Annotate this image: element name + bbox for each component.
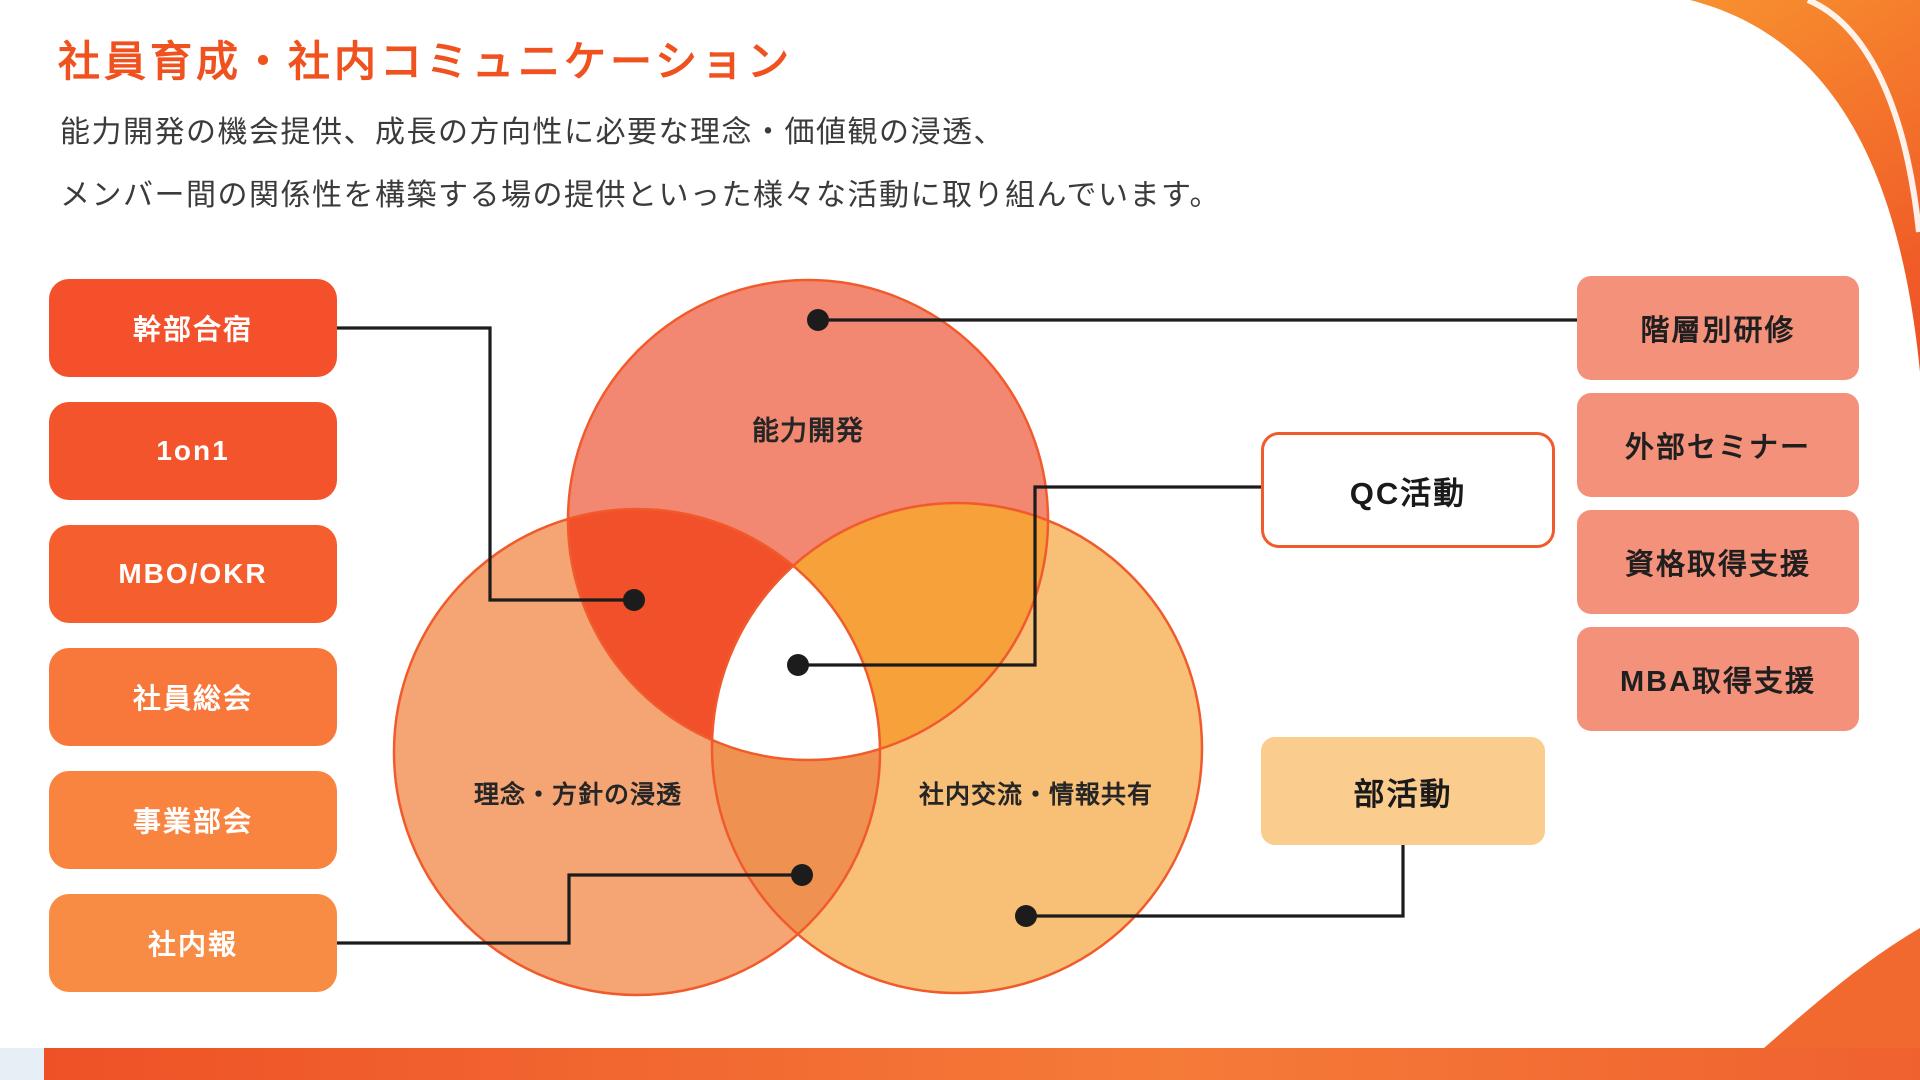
description-line-2: メンバー間の関係性を構築する場の提供といった様々な活動に取り組んでいます。 [60,178,1221,212]
right-card-shikaku-shutoku: 資格取得支援 [1577,510,1859,614]
bottom-right-corner-shape [1764,928,1920,1048]
venn-label-top: 能力開発 [752,415,864,446]
bukatsudo-card: 部活動 [1261,737,1545,845]
top-right-corner-arc [1806,0,1920,233]
right-card-mba-shutoku: MBA取得支援 [1577,627,1859,731]
connector-dot-top-left-overlap [623,589,645,611]
connector-kanbu-gasshuku [337,326,626,602]
right-label-column: 階層別研修 外部セミナー 資格取得支援 MBA取得支援 [1577,276,1859,731]
left-label-column: 幹部合宿 1on1 MBO/OKR 社員総会 事業部会 社内報 [49,279,337,992]
qc-katsudo-card: QC活動 [1261,432,1555,548]
venn-outline-right [710,501,1204,995]
connector-qc-katsudo [802,485,1261,667]
connector-dot-right-circle [1015,905,1037,927]
bottom-bar [44,1048,1920,1080]
page-title: 社員育成・社内コミュニケーション [58,38,794,85]
left-card-shanaiho: 社内報 [49,894,337,992]
right-card-kaisobetsu-kenshu: 階層別研修 [1577,276,1859,380]
venn-outline-left [392,507,882,997]
left-card-mbo-okr: MBO/OKR [49,525,337,623]
connector-dot-left-right-overlap [791,864,813,886]
description-block: 能力開発の機会提供、成長の方向性に必要な理念・価値観の浸透、 メンバー間の関係性… [60,110,1221,235]
left-card-1on1: 1on1 [49,402,337,500]
top-right-corner-shape [1690,0,1920,372]
connector-dot-center [787,654,809,676]
bottom-left-accent [0,1048,44,1080]
description-line-1: 能力開発の機会提供、成長の方向性に必要な理念・価値観の浸透、 [60,116,1005,149]
venn-label-right: 社内交流・情報共有 [919,780,1153,809]
right-card-gaibu-seminar: 外部セミナー [1577,393,1859,497]
left-card-kanbu-gasshuku: 幹部合宿 [49,279,337,377]
left-card-jigyobukai: 事業部会 [49,771,337,869]
connector-shanaiho [337,873,794,945]
connector-bukatsudo [1032,845,1405,918]
venn-overlap-center [712,509,880,760]
venn-label-left: 理念・方針の浸透 [474,780,682,809]
connector-dot-top-circle [807,309,829,331]
left-card-shain-sokai: 社員総会 [49,648,337,746]
